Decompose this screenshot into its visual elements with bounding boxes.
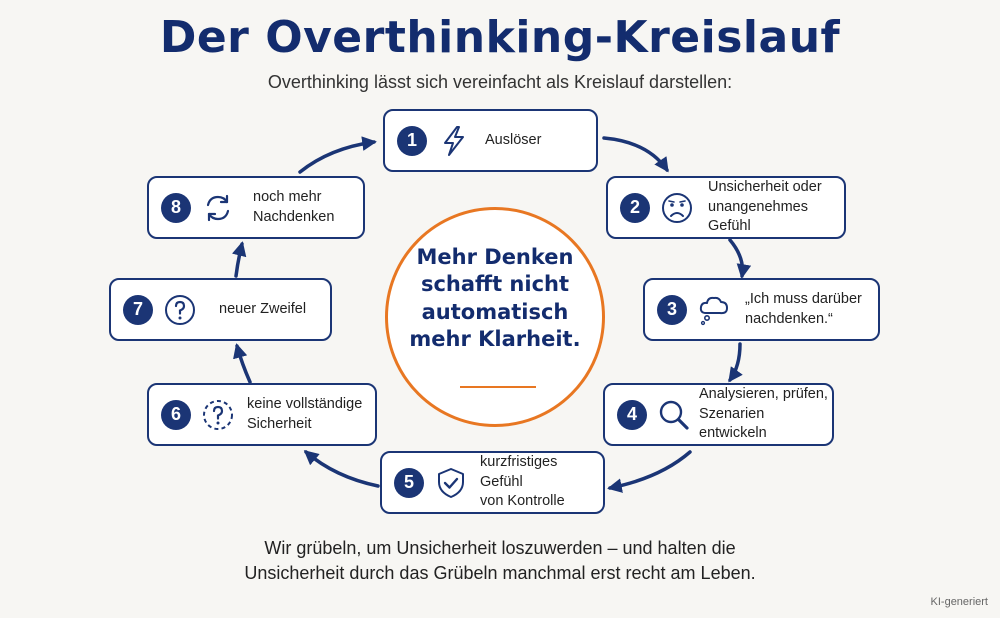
step-number: 7 [123, 294, 153, 325]
ai-generated-badge: KI-generiert [930, 596, 988, 608]
footer-text: Wir grübeln, um Unsicherheit loszuwerden… [244, 538, 756, 584]
arrow-8-to-1 [298, 136, 377, 174]
step-label: Auslöser [485, 131, 542, 148]
arrow-7-to-8 [232, 241, 247, 278]
arrow-2-to-3 [728, 238, 752, 279]
step-number: 5 [394, 467, 424, 498]
step-number: 3 [657, 294, 687, 325]
step-number: 6 [161, 399, 191, 430]
step-number: 4 [617, 399, 647, 430]
worried-face-icon [660, 191, 694, 225]
step-number: 8 [161, 192, 191, 223]
arrow-5-to-6 [303, 450, 380, 488]
arrow-6-to-7 [233, 343, 252, 384]
page-title: Der Overthinking-Kreislauf [159, 12, 841, 63]
center-message-circle: Mehr Denken schafft nicht automatisch me… [385, 207, 605, 427]
center-message: Mehr Denken schafft nicht automatisch me… [409, 245, 581, 351]
cycle-step-4: 4 Analysieren, prüfen,Szenarien entwicke… [603, 383, 834, 446]
cycle-step-1: 1 Auslöser [383, 109, 598, 172]
lightning-icon [437, 124, 471, 158]
magnifier-icon [657, 398, 691, 432]
question-circle-icon [163, 293, 197, 327]
step-label: neuer Zweifel [219, 300, 307, 317]
shield-check-icon [434, 466, 468, 500]
cycle-arrows-icon [201, 191, 235, 225]
step-number: 1 [397, 125, 427, 156]
center-divider [460, 386, 536, 388]
thought-bubble-icon [697, 293, 731, 327]
step-label: Analysieren, prüfen,Szenarien entwickeln [699, 386, 828, 442]
page-subtitle: Overthinking lässt sich vereinfacht als … [267, 72, 733, 92]
arrow-3-to-4 [728, 342, 743, 383]
arrow-4-to-5 [607, 450, 692, 493]
cycle-step-7: 7 neuer Zweifel [109, 278, 332, 341]
step-number: 2 [620, 192, 650, 223]
arrow-1-to-2 [602, 136, 669, 173]
dashed-question-icon [201, 398, 235, 432]
